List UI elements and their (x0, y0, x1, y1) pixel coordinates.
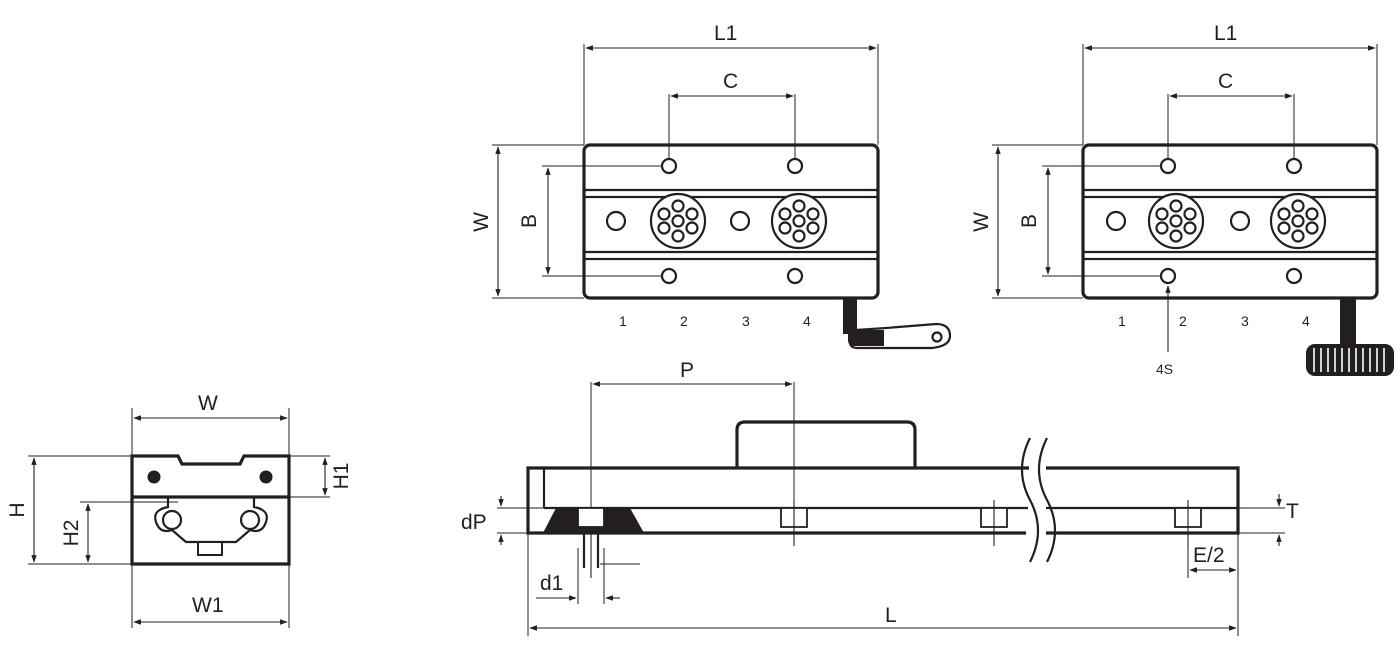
screw-callout-label: 4S (1156, 361, 1173, 377)
dim-label-w: W (470, 212, 493, 232)
dim-label-t: T (1286, 500, 1299, 523)
position-label-4b: 4 (1302, 313, 1310, 329)
position-label-2: 2 (680, 313, 688, 329)
dim-label-b-2: B (1018, 214, 1041, 228)
dim-label-p: P (680, 359, 694, 382)
dim-label-w-2: W (970, 212, 993, 232)
top-view-knob-clamp: L1 C W B (970, 22, 1394, 377)
dim-label-l1-2: L1 (1214, 22, 1237, 45)
dim-label-l: L (885, 604, 897, 627)
dim-label-h2: H2 (60, 520, 83, 547)
top-view-lever-clamp: L1 C W B (470, 22, 952, 350)
dim-label-h: H (6, 502, 29, 517)
position-label-1: 1 (619, 313, 627, 329)
position-label-1b: 1 (1118, 313, 1126, 329)
dim-label-w-end: W (198, 392, 218, 415)
dim-label-e2: E/2 (1193, 544, 1225, 567)
position-label-2b: 2 (1179, 313, 1187, 329)
position-label-3: 3 (742, 313, 750, 329)
dim-label-c: C (723, 70, 738, 93)
dim-label-l1: L1 (714, 22, 737, 45)
position-label-4: 4 (803, 313, 811, 329)
side-view-rail: P dP T E/2 d1 L (461, 359, 1299, 636)
dim-label-d1: d1 (540, 572, 563, 595)
end-view-cross-section: W H H2 H1 W1 (6, 392, 353, 628)
dim-label-w1: W1 (192, 594, 224, 617)
position-label-3b: 3 (1241, 313, 1249, 329)
knob-icon (1306, 298, 1394, 376)
dim-label-c-2: C (1218, 70, 1233, 93)
dim-label-h1: H1 (330, 463, 353, 490)
dim-label-dp: dP (461, 511, 487, 534)
lever-icon (843, 298, 952, 350)
dim-label-b: B (518, 214, 541, 228)
